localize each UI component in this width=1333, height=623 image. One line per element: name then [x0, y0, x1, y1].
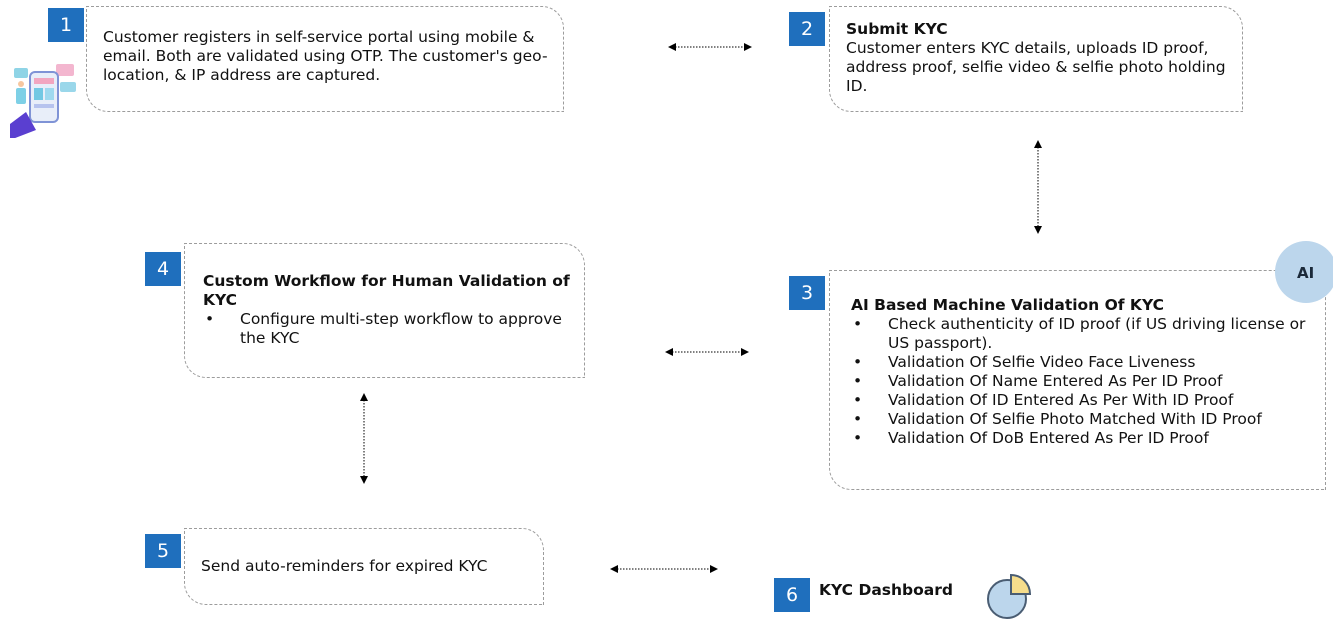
mobile-registration-icon: [10, 64, 76, 138]
step-3-bullet: Validation Of ID Entered As Per With ID …: [851, 391, 1321, 410]
step-4-bullet: Configure multi-step workflow to approve…: [203, 310, 573, 348]
step-3-number: 3: [789, 276, 825, 310]
step-2-content: Submit KYC Customer enters KYC details, …: [846, 20, 1231, 96]
step-3-bullet-list: Check authenticity of ID proof (if US dr…: [851, 315, 1321, 448]
step-2-box: [829, 6, 1243, 112]
step-1-number: 1: [48, 8, 84, 42]
step-3-bullet: Validation Of DoB Entered As Per ID Proo…: [851, 429, 1321, 448]
step-3-bullet: Validation Of Name Entered As Per ID Pro…: [851, 372, 1321, 391]
ai-label: AI: [1297, 264, 1315, 282]
step-5-number: 5: [145, 534, 181, 568]
step-3-bullet: Check authenticity of ID proof (if US dr…: [851, 315, 1321, 353]
step-6-title: KYC Dashboard: [819, 581, 953, 599]
step-5-box: [184, 528, 544, 605]
step-3-bullet: Validation Of Selfie Photo Matched With …: [851, 410, 1321, 429]
step-3-title: AI Based Machine Validation Of KYC: [851, 296, 1164, 314]
step-4-number: 4: [145, 252, 181, 286]
step-4-bullet-list: Configure multi-step workflow to approve…: [203, 310, 573, 348]
step-5-text: Send auto-reminders for expired KYC: [201, 557, 488, 575]
step-3-bullet: Validation Of Selfie Video Face Liveness: [851, 353, 1321, 372]
ai-circle-icon: [1275, 241, 1333, 303]
step-2-title: Submit KYC: [846, 20, 948, 38]
step-4-content: Custom Workflow for Human Validation of …: [203, 272, 573, 348]
step-6-number: 6: [774, 578, 810, 612]
step-4-title: Custom Workflow for Human Validation of …: [203, 272, 570, 309]
step-2-number: 2: [789, 12, 825, 46]
step-1-text: Customer registers in self-service porta…: [103, 28, 548, 84]
pie-chart-icon: [987, 573, 1032, 619]
step-3-content: AI Based Machine Validation Of KYC Check…: [851, 296, 1321, 448]
step-1-box: [86, 6, 564, 112]
step-2-text: Customer enters KYC details, uploads ID …: [846, 39, 1226, 95]
